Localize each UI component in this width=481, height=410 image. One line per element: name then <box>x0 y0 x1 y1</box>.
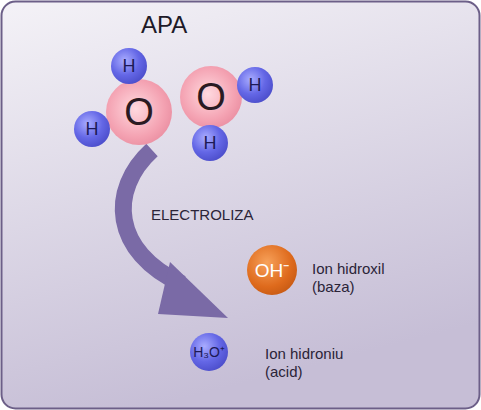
ion-label: Ion hidroniu (acid) <box>265 345 365 381</box>
atom-symbol: O <box>196 78 226 116</box>
atom-symbol: O <box>124 93 154 131</box>
atom-circle: H <box>111 48 147 84</box>
atom-symbol: H₃O⁺ <box>193 345 225 359</box>
atom-symbol: H <box>86 120 99 138</box>
atom-circle: O <box>180 66 242 128</box>
arrow-head <box>158 262 228 318</box>
ion-label: Ion hidroxil (baza) <box>312 260 412 296</box>
atom-symbol: H <box>249 76 262 94</box>
atom-symbol: H <box>123 57 136 75</box>
atom-circle: OH⁻ <box>247 245 297 295</box>
atom-symbol: H <box>204 134 217 152</box>
atom-circle: O <box>106 79 172 145</box>
atom-circle: H <box>192 125 228 161</box>
atom-circle: H <box>237 67 273 103</box>
atom-symbol: OH⁻ <box>255 261 290 280</box>
process-label: ELECTROLIZA <box>151 206 254 224</box>
atom-circle: H <box>74 111 110 147</box>
title: APA <box>141 11 187 39</box>
